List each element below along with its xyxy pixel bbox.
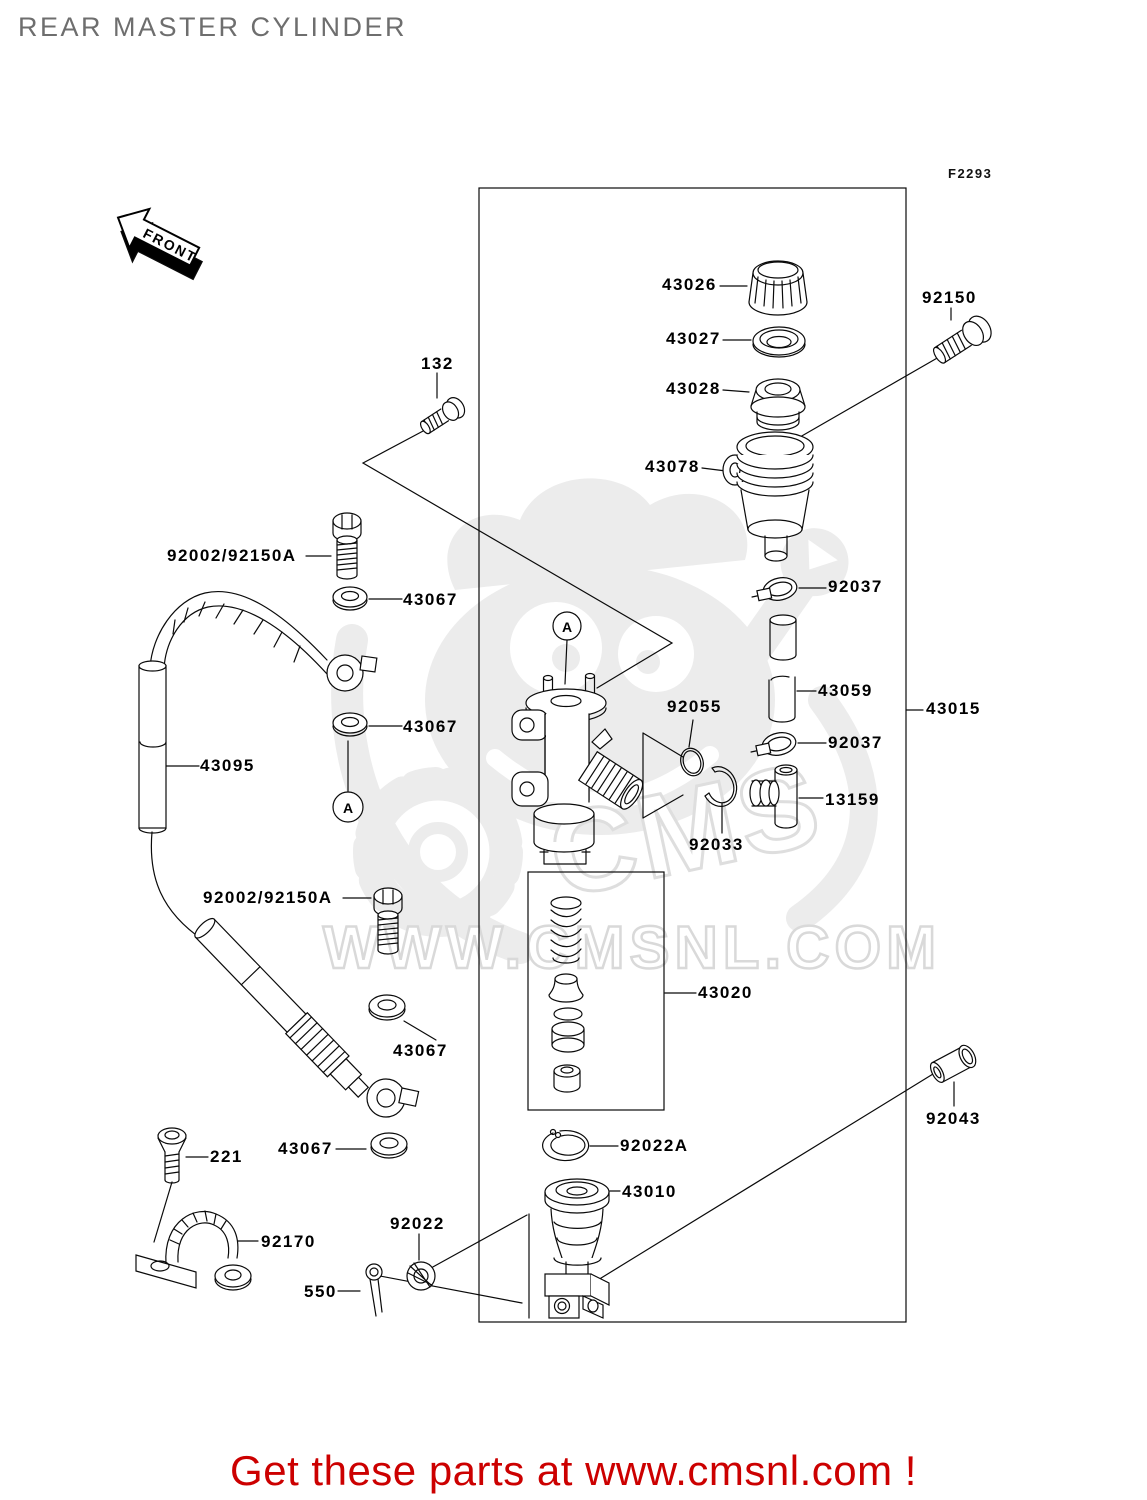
reservoir-43078-drawing: [722, 431, 814, 562]
nut-92022-drawing: [406, 1261, 436, 1291]
part-label-92043: 92043: [926, 1109, 981, 1128]
part-label-221: 221: [210, 1147, 243, 1166]
tube-43059-drawing: [768, 614, 797, 723]
part-label-92150: 92150: [922, 288, 977, 307]
hose-43095-drawing: [138, 591, 420, 1118]
part-label-43015: 43015: [926, 699, 981, 718]
bellows-43028-drawing: [750, 378, 806, 431]
banjo-bolt-92002-upper-drawing: [332, 512, 362, 580]
hose-clamp-92037-upper-drawing: [751, 577, 798, 602]
part-label-43067-1: 43067: [403, 590, 458, 609]
part-label-43026: 43026: [662, 275, 717, 294]
detail-marker-a-top: A: [562, 619, 572, 635]
cotter-pin-550-drawing: [365, 1263, 383, 1317]
part-label-43067-4: 43067: [278, 1139, 333, 1158]
washer-43067-drawing-1: [332, 586, 368, 611]
front-direction-marker: FRONT: [116, 207, 204, 281]
diaphragm-43027-drawing: [752, 326, 806, 358]
part-label-43059: 43059: [818, 681, 873, 700]
hose-clamp-92037-lower-drawing: [750, 732, 797, 757]
leader-lines: [139, 285, 955, 1304]
washer-43067-drawing-2: [332, 712, 368, 737]
cmsnl-promo-text: Get these parts at www.cmsnl.com !: [230, 1447, 917, 1494]
part-label-43020: 43020: [698, 983, 753, 1002]
pushrod-43010-drawing: [544, 1178, 610, 1319]
washer-43067-drawing-3: [368, 994, 406, 1021]
part-label-43027: 43027: [666, 329, 721, 348]
circlip-92022a-drawing: [542, 1128, 590, 1162]
detail-marker-a-left-group: A: [332, 791, 364, 823]
screw-132-drawing: [419, 397, 466, 435]
part-label-92055: 92055: [667, 697, 722, 716]
part-label-92022a: 92022A: [620, 1136, 689, 1155]
part-label-43067-2: 43067: [403, 717, 458, 736]
part-label-43095: 43095: [200, 756, 255, 775]
master-cylinder-drawing: A: [511, 611, 644, 865]
banjo-bolt-92002-lower-drawing: [373, 887, 403, 955]
figure-code: F2293: [948, 166, 993, 181]
part-label-92002-upper: 92002/92150A: [167, 546, 297, 565]
part-label-92022: 92022: [390, 1214, 445, 1233]
part-label-92033: 92033: [689, 835, 744, 854]
diagram-frame: [478, 187, 907, 1323]
part-label-92002-lower: 92002/92150A: [203, 888, 333, 907]
part-label-92037-upper: 92037: [828, 577, 883, 596]
piston-kit-43020-drawing: [548, 896, 585, 1093]
snap-ring-92033-drawing: [704, 766, 738, 807]
bolt-92150-drawing: [932, 315, 992, 364]
cap-43026-drawing: [748, 260, 808, 316]
part-label-92037-lower: 92037: [828, 733, 883, 752]
part-label-132: 132: [421, 354, 454, 373]
wrench-watermark-icon: [688, 528, 849, 735]
detail-marker-a-left: A: [343, 800, 353, 816]
page-title: REAR MASTER CYLINDER: [18, 12, 408, 42]
elbow-13159-drawing: [749, 764, 798, 829]
part-label-550: 550: [304, 1282, 337, 1301]
oring-92055-drawing: [680, 747, 704, 777]
pin-92043-drawing: [929, 1044, 977, 1083]
part-label-43028: 43028: [666, 379, 721, 398]
part-label-43078: 43078: [645, 457, 700, 476]
watermark-url-text: WWW.CMSNL.COM: [323, 914, 941, 981]
part-label-92170: 92170: [261, 1232, 316, 1251]
clamp-92170-drawing: [135, 1210, 252, 1291]
part-label-13159: 13159: [825, 790, 880, 809]
part-label-43010: 43010: [622, 1182, 677, 1201]
washer-43067-drawing-4: [370, 1132, 408, 1159]
screw-221-drawing: [157, 1127, 187, 1184]
part-label-43067-3: 43067: [393, 1041, 448, 1060]
